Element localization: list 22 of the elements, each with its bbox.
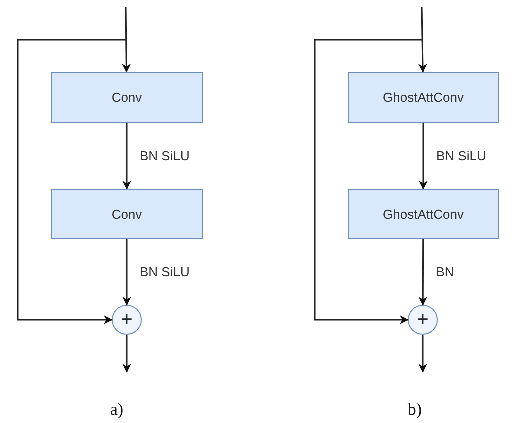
- sum-node: +: [112, 305, 142, 335]
- arrow: [17, 39, 126, 324]
- subfigure-caption: a): [110, 400, 124, 420]
- edge-label: BN SiLU: [140, 264, 190, 280]
- process-box: GhostAttConv: [348, 72, 499, 123]
- process-box: Conv: [51, 72, 203, 123]
- arrow: [122, 335, 132, 373]
- edge-label: BN: [436, 264, 454, 280]
- process-box: GhostAttConv: [348, 189, 499, 239]
- arrow: [418, 239, 428, 306]
- process-box: Conv: [51, 189, 203, 239]
- subfigure-caption: b): [408, 400, 422, 420]
- arrow: [122, 239, 132, 306]
- sum-node: +: [408, 305, 438, 335]
- edge-label: BN SiLU: [140, 148, 190, 164]
- arrow: [418, 6, 428, 73]
- edge-label: BN SiLU: [436, 148, 486, 164]
- arrow: [314, 39, 422, 324]
- arrow: [418, 335, 428, 373]
- arrow: [122, 123, 132, 190]
- arrow: [122, 7, 132, 73]
- arrow: [419, 123, 428, 190]
